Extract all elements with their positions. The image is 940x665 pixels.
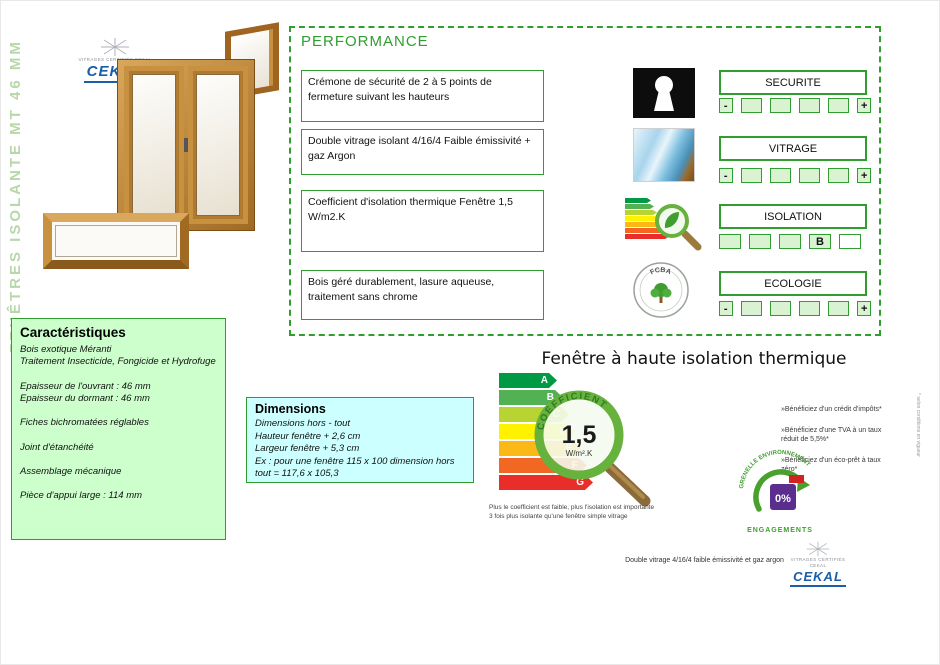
cekal-logo-bottom: VITRAGES CERTIFIÉS CEKAL CEKAL: [783, 541, 853, 588]
characteristic-item: Joint d'étanchéité: [20, 441, 94, 453]
characteristic-item: Epaisseur du dormant : 46 mm: [20, 393, 150, 405]
cekal-tagline: VITRAGES CERTIFIÉS CEKAL: [78, 57, 152, 62]
energy-bar-a: A: [499, 373, 557, 388]
ecologie-rating-scale: - +: [719, 301, 871, 316]
cekal-brand: CEKAL: [790, 569, 846, 588]
small-window-illustration: [43, 213, 189, 269]
performance-title: PERFORMANCE: [301, 33, 429, 50]
securite-rating-scale: - +: [719, 98, 871, 113]
footnote-line: 3 fois plus isolante qu'une fenêtre simp…: [489, 512, 628, 520]
conditions-footnote: * selon conditions en vigueur: [915, 393, 921, 457]
keyhole-icon: [633, 68, 695, 118]
stamp-label: FCBA: [649, 267, 672, 277]
characteristic-item: Epaisseur de l'ouvrant : 46 mm: [20, 380, 151, 392]
window-glass: [55, 225, 177, 257]
benefits-list: »Bénéficiez d'un crédit d'impôts* »Bénéf…: [781, 405, 893, 486]
grenelle-subtitle: ENGAGEMENTS: [747, 527, 813, 534]
compass-star-icon: [806, 541, 830, 557]
dimensions-panel: Dimensions Dimensions hors - tout Hauteu…: [246, 397, 474, 483]
isolation-rating-scale: B: [719, 234, 871, 249]
performance-panel: PERFORMANCE Crémone de sécurité de 2 à 5…: [289, 26, 881, 336]
dimension-line: Largeur fenêtre + 5,3 cm: [255, 443, 360, 455]
rating-label-isolation: ISOLATION: [719, 204, 867, 229]
rating-cell: [799, 98, 821, 113]
rating-cell: [740, 301, 762, 316]
characteristics-title: Caractéristiques: [20, 325, 126, 340]
coefficient-magnifier: COEFFICIENT 1,5 W/m².K: [534, 390, 651, 507]
thermal-section-title: Fenêtre à haute isolation thermique: [541, 349, 847, 369]
grenelle-environnement-logo: GRENELLE ENVIRONNEMENT 0% ENGAGEMENTS: [739, 450, 813, 534]
double-glazing-photo: [633, 128, 695, 182]
dimensions-title: Dimensions: [255, 402, 326, 416]
mini-energy-bars: [625, 198, 669, 240]
characteristic-item: Traitement Insecticide, Fongicide et Hyd…: [20, 356, 216, 368]
feature-insulation: Coefficient d'isolation thermique Fenêtr…: [301, 190, 544, 252]
fcba-eco-stamp-icon: FCBA: [633, 262, 689, 318]
rating-cell: [749, 234, 771, 249]
rating-cell: [769, 98, 791, 113]
rating-cell: [769, 168, 791, 183]
rating-label-ecologie: ECOLOGIE: [719, 271, 867, 296]
characteristic-item: Bois exotique Méranti: [20, 344, 112, 355]
energy-rating-label: A B C D E F G COEFFICIENT 1,5 W/m².K: [499, 373, 669, 508]
rating-cell: [799, 301, 821, 316]
window-glass: [196, 74, 240, 216]
characteristic-item: Fiches bichromatées réglables: [20, 417, 149, 429]
rating-cell: [799, 168, 821, 183]
rating-cell: -: [719, 98, 733, 113]
rating-cell: [769, 301, 791, 316]
footnote-line: Plus le coefficient est faible, plus l'i…: [489, 504, 655, 511]
rating-cell: [828, 301, 850, 316]
characteristics-panel: Caractéristiques Bois exotique Méranti T…: [11, 318, 226, 540]
feature-ecology: Bois géré durablement, lasure aqueuse, t…: [301, 270, 544, 320]
rating-cell: [828, 168, 850, 183]
grenelle-zero-percent: 0%: [775, 493, 791, 505]
rating-cell: +: [857, 301, 871, 316]
rating-label-vitrage: VITRAGE: [719, 136, 867, 161]
benefit-item: »Bénéficiez d'un éco-prêt à taux zéro*: [781, 457, 881, 474]
window-right-pane: [188, 66, 248, 224]
rating-cell: -: [719, 301, 733, 316]
rating-label-securite: SECURITE: [719, 70, 867, 95]
energy-bar-g: G: [499, 475, 593, 490]
vertical-product-title: FENÊTRES ISOLANTE MT 46 MM: [7, 39, 24, 353]
window-glass: [132, 74, 176, 216]
vitrage-rating-scale: - +: [719, 168, 871, 183]
rating-cell: -: [719, 168, 733, 183]
compass-star-icon: [101, 38, 129, 56]
feature-glazing: Double vitrage isolant 4/16/4 Faible émi…: [301, 129, 544, 175]
rating-cell: +: [857, 98, 871, 113]
rating-cell: [779, 234, 801, 249]
double-window-illustration: [117, 59, 255, 231]
rating-cell: [828, 98, 850, 113]
dimension-line: Ex : pour une fenêtre 115 x 100 dimensio…: [255, 455, 455, 480]
rating-cell: [719, 234, 741, 249]
window-handle: [184, 138, 188, 152]
benefit-item: »Bénéficiez d'un crédit d'impôts*: [781, 406, 882, 413]
glazing-note: Double vitrage 4/16/4 faible émissivité …: [625, 557, 784, 564]
benefit-item: »Bénéficiez d'une TVA à un taux réduit d…: [781, 427, 882, 444]
energy-rating-magnifier-icon: [625, 196, 711, 256]
rating-grade-cell: B: [809, 234, 831, 249]
feature-security: Crémone de sécurité de 2 à 5 points de f…: [301, 70, 544, 122]
characteristic-item: Assemblage mécanique: [20, 466, 122, 478]
dimension-line: Dimensions hors - tout: [255, 418, 351, 429]
coefficient-unit: W/m².K: [566, 449, 593, 458]
rating-cell: [740, 168, 762, 183]
window-left-pane: [124, 66, 184, 224]
energy-bar-b: B: [499, 390, 563, 405]
coefficient-footnote: Plus le coefficient est faible, plus l'i…: [489, 504, 669, 522]
rating-cell: [839, 234, 861, 249]
rating-cell: +: [857, 168, 871, 183]
rating-cell: [740, 98, 762, 113]
characteristic-item: Pièce d'appui large : 114 mm: [20, 490, 143, 502]
cekal-tagline: VITRAGES CERTIFIÉS CEKAL: [790, 557, 846, 568]
leaf-magnifier-icon: [655, 204, 702, 251]
coefficient-value: 1,5: [562, 421, 597, 449]
dimension-line: Hauteur fenêtre + 2,6 cm: [255, 430, 361, 442]
